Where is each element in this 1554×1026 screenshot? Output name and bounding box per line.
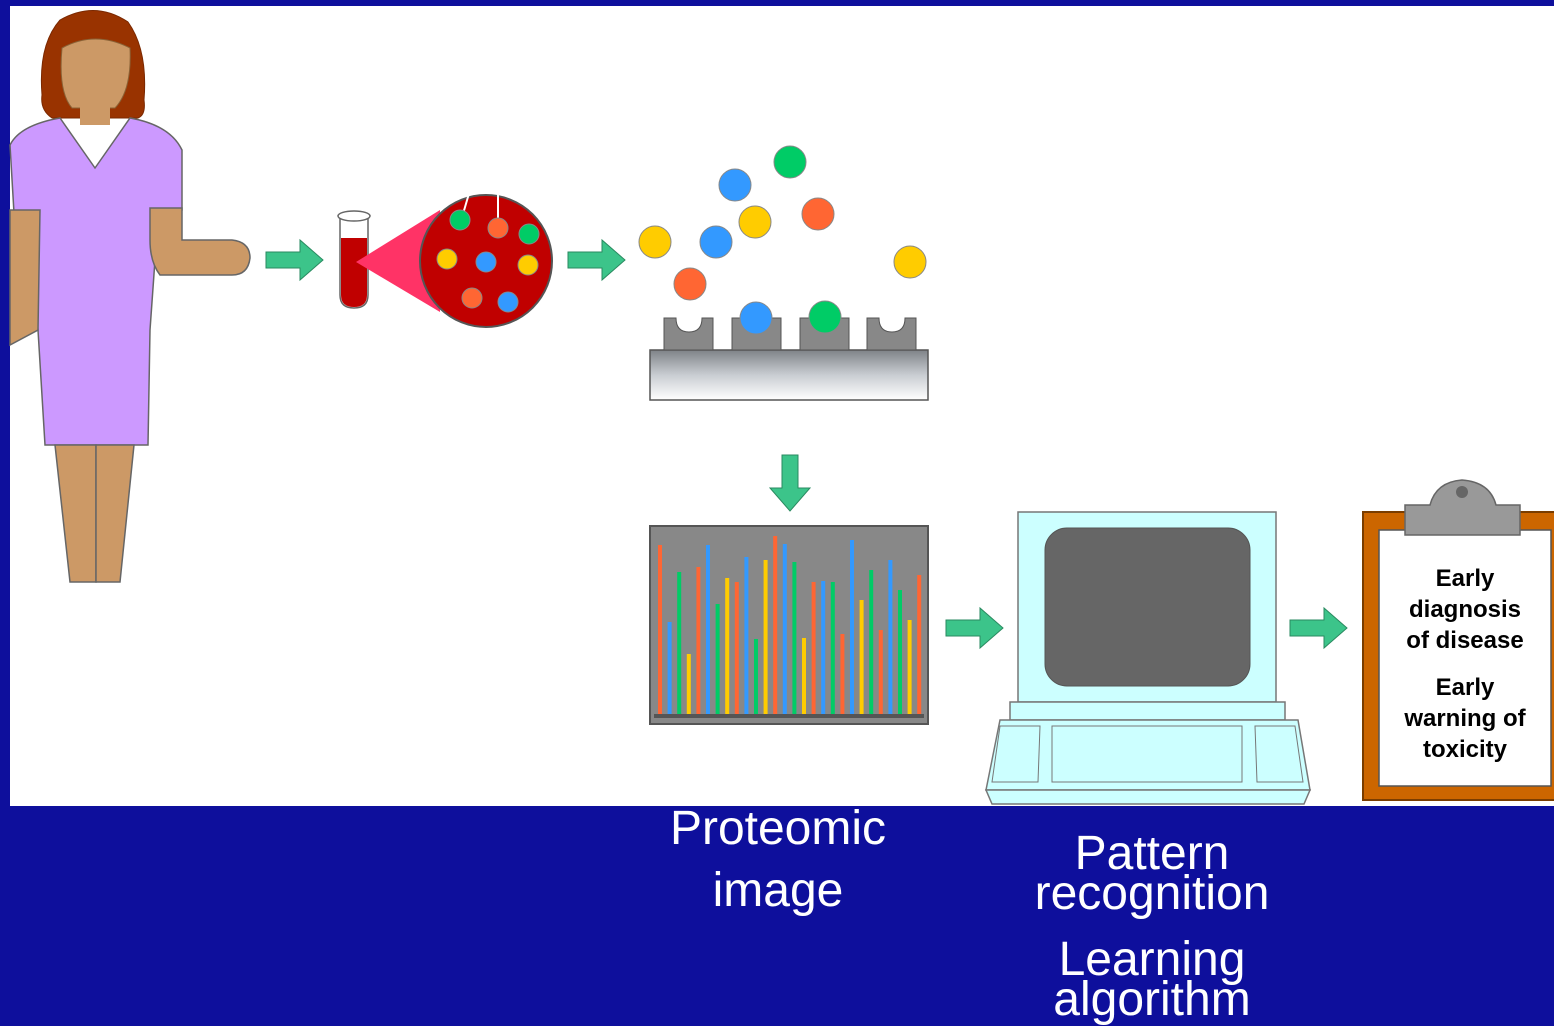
magnification-cone bbox=[356, 210, 440, 312]
spectrum-bar bbox=[888, 560, 893, 714]
arrow-icon bbox=[768, 454, 812, 512]
spectrum-bar bbox=[898, 590, 902, 714]
caption-line: recognition bbox=[1034, 867, 1270, 920]
caption-line: Learning bbox=[1058, 933, 1246, 986]
spectrum-bar bbox=[878, 630, 883, 714]
spectrum-bar bbox=[821, 581, 826, 714]
spectrum-bar bbox=[802, 638, 806, 714]
spectrum-bar bbox=[792, 562, 797, 714]
patient-figure bbox=[9, 10, 251, 583]
result-early-warning: Early warning of toxicity bbox=[1380, 672, 1550, 765]
caption-line: algorithm bbox=[1053, 973, 1251, 1026]
caption-line: Proteomic bbox=[669, 802, 887, 855]
caption-line: Pattern bbox=[1074, 827, 1230, 880]
spectrum-bar bbox=[907, 620, 912, 714]
caption-line: image bbox=[712, 864, 844, 917]
spectrum-bar bbox=[677, 572, 682, 714]
spectrum-bar bbox=[715, 604, 720, 714]
result-line: warning of bbox=[1404, 705, 1526, 732]
arrow-icon bbox=[945, 606, 1004, 650]
result-line: Early bbox=[1435, 674, 1495, 701]
spectrum-bar bbox=[734, 582, 739, 714]
protein-chip-icon bbox=[649, 300, 929, 401]
spectrum-bar bbox=[725, 578, 730, 714]
caption-learning-algorithm: Learning algorithm bbox=[1000, 933, 1304, 1026]
spectrum-bar bbox=[782, 544, 787, 714]
spectrum-bar bbox=[696, 567, 701, 714]
arrow-icon bbox=[567, 238, 626, 282]
caption-pattern-recognition: Pattern recognition bbox=[1000, 827, 1304, 920]
spectrum-bar bbox=[667, 622, 672, 714]
blood-tube-icon bbox=[337, 210, 371, 309]
result-early-diagnosis: Early diagnosis of disease bbox=[1380, 563, 1550, 656]
spectrum-bar bbox=[840, 634, 845, 714]
spectrum-bar bbox=[859, 600, 864, 714]
spectrum-bar bbox=[869, 570, 874, 714]
protein-particles bbox=[638, 145, 927, 301]
spectrum-bar bbox=[744, 557, 749, 714]
spectrum-bar bbox=[917, 575, 922, 714]
spectrum-bars bbox=[658, 536, 922, 714]
caption-proteomic-image: Proteomic image bbox=[630, 798, 926, 922]
spectrum-bar bbox=[658, 545, 662, 714]
spectrum-chart-icon bbox=[649, 525, 929, 725]
spectrum-bar bbox=[850, 540, 854, 714]
spectrum-bar bbox=[811, 582, 816, 714]
computer-icon bbox=[984, 511, 1312, 805]
spectrum-bar bbox=[830, 582, 835, 714]
spectrum-bar bbox=[706, 545, 710, 714]
magnified-sample-icon bbox=[419, 189, 553, 328]
clipboard-icon bbox=[1362, 479, 1554, 801]
result-line: diagnosis bbox=[1408, 596, 1522, 623]
spectrum-bar bbox=[773, 536, 778, 714]
result-line: Early bbox=[1435, 565, 1495, 592]
result-line: toxicity bbox=[1422, 736, 1508, 763]
result-line: of disease bbox=[1406, 627, 1524, 654]
spectrum-bar bbox=[686, 654, 691, 714]
spectrum-bar bbox=[763, 560, 768, 714]
arrow-icon bbox=[265, 238, 324, 282]
arrow-icon bbox=[1289, 606, 1348, 650]
spectrum-bar bbox=[754, 639, 758, 714]
